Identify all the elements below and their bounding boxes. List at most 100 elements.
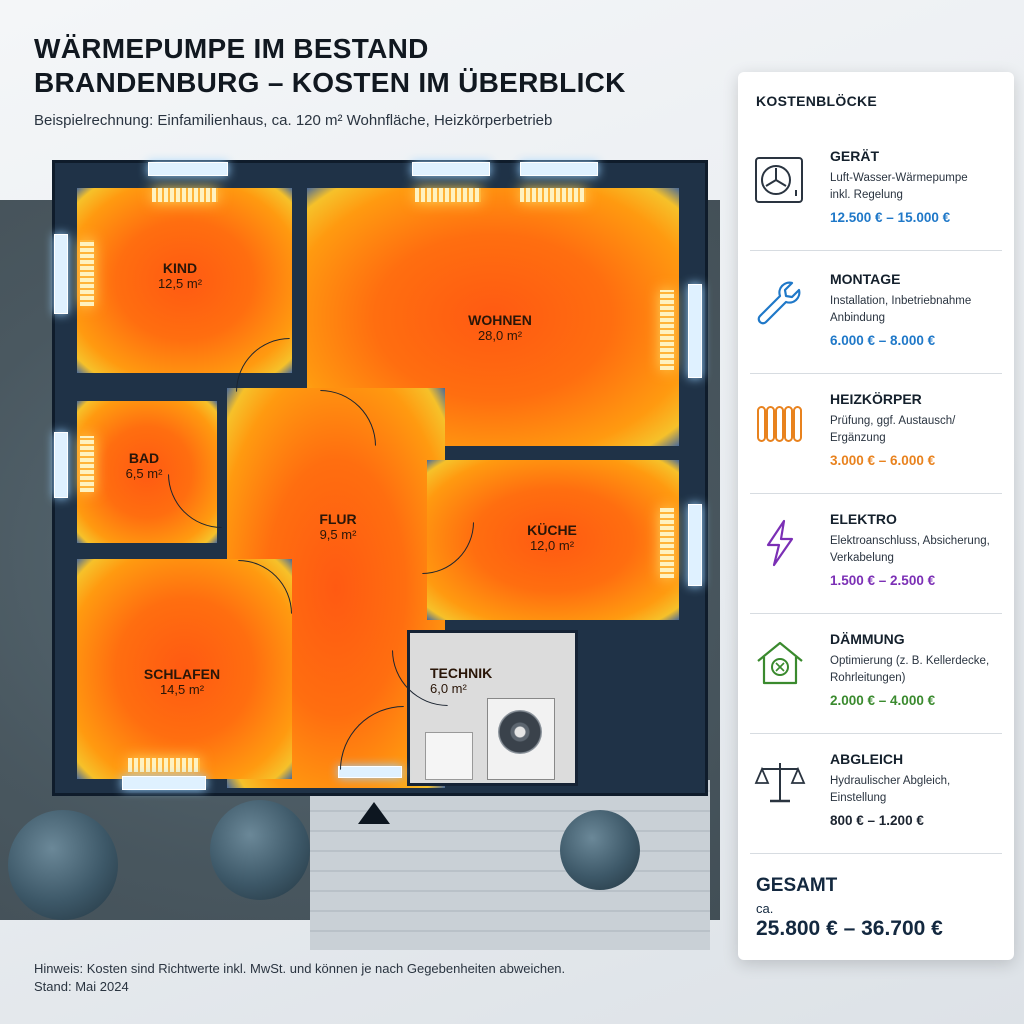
footer-note: Hinweis: Kosten sind Richtwerte inkl. Mw… [34, 960, 565, 996]
window [412, 162, 490, 176]
item-description-line: Elektroanschluss, Absicherung, [830, 535, 990, 547]
item-description-line: Ergänzung [830, 432, 886, 444]
item-name: MONTAGE [830, 271, 901, 287]
house-outline [52, 160, 708, 796]
item-description: Luft-Wasser-Wärmepumpe inkl. Regelung [830, 170, 1002, 204]
cost-item-daemmung: DÄMMUNG Optimierung (z. B. Kellerdecke, … [750, 613, 1002, 734]
page-subtitle: Beispielrechnung: Einfamilienhaus, ca. 1… [34, 112, 553, 129]
item-description: Installation, Inbetriebnahme Anbindung [830, 293, 1002, 327]
bush [560, 810, 640, 890]
item-description-line: Prüfung, ggf. Austausch/ [830, 415, 956, 427]
heat-pump-icon [755, 157, 803, 203]
item-description: Elektroanschluss, Absicherung, Verkabelu… [830, 533, 1002, 567]
room-name: BAD [128, 450, 160, 466]
item-body: HEIZKÖRPER Prüfung, ggf. Austausch/ Ergä… [830, 391, 1002, 468]
label-kind: KIND 12,5 m² [80, 260, 280, 291]
item-name: DÄMMUNG [830, 631, 905, 647]
room-area: 28,0 m² [477, 328, 523, 343]
storage-tank [425, 732, 473, 780]
room-area: 12,0 m² [529, 538, 575, 553]
radiator [660, 290, 674, 370]
item-description-line: Luft-Wasser-Wärmepumpe [830, 172, 968, 184]
item-price: 1.500 € – 2.500 € [830, 573, 936, 588]
lightning-icon [766, 519, 794, 567]
item-description: Hydraulischer Abgleich, Einstellung [830, 773, 1002, 807]
radiator [80, 436, 94, 492]
window [54, 432, 68, 498]
radiator [128, 758, 200, 772]
item-body: ELEKTRO Elektroanschluss, Absicherung, V… [830, 511, 1002, 588]
cost-item-heizkoerper: HEIZKÖRPER Prüfung, ggf. Austausch/ Ergä… [750, 373, 1002, 494]
room-area: 12,5 m² [157, 276, 203, 291]
window [520, 162, 598, 176]
room-area: 6,5 m² [125, 466, 163, 481]
wrench-icon [757, 281, 801, 325]
item-description-line: Anbindung [830, 312, 885, 324]
item-description-line: Installation, Inbetriebnahme [830, 295, 972, 307]
radiator [660, 508, 674, 578]
room-area: 6,0 m² [430, 681, 467, 696]
room-name: KIND [162, 260, 198, 276]
room-name: WOHNEN [468, 312, 532, 328]
footer-date: Stand: Mai 2024 [34, 979, 129, 994]
total-label: GESAMT [756, 875, 838, 896]
window [54, 234, 68, 314]
room-kind [77, 188, 292, 373]
label-wohnen: WOHNEN 28,0 m² [400, 312, 600, 343]
item-name: ELEKTRO [830, 511, 897, 527]
item-description-line: Verkabelung [830, 552, 894, 564]
balance-scale-icon [754, 763, 806, 803]
item-price: 6.000 € – 8.000 € [830, 333, 936, 348]
window [688, 504, 702, 586]
title-line-2: BRANDENBURG – KOSTEN IM ÜBERBLICK [34, 67, 626, 98]
cost-panel: KOSTENBLÖCKE GERÄT Luft-Wasser-Wärmepump… [738, 72, 1014, 960]
floor-plan: TECHNIK 6,0 m² KIND 12,5 m² WOHNEN 28,0 … [0, 150, 720, 950]
bush [210, 800, 310, 900]
item-name: ABGLEICH [830, 751, 904, 767]
item-price: 2.000 € – 4.000 € [830, 693, 936, 708]
window [688, 284, 702, 378]
page-title: WÄRMEPUMPE IM BESTAND BRANDENBURG – KOST… [34, 32, 626, 100]
total-prefix: ca. [756, 901, 774, 916]
room-schlafen [77, 559, 292, 779]
room-area: 14,5 m² [159, 682, 205, 697]
room-name: SCHLAFEN [143, 666, 221, 682]
panel-heading: KOSTENBLÖCKE [756, 93, 878, 109]
cost-item-montage: MONTAGE Installation, Inbetriebnahme Anb… [750, 253, 1002, 374]
cost-item-geraet: GERÄT Luft-Wasser-Wärmepumpe inkl. Regel… [750, 130, 1002, 251]
item-description-line: inkl. Regelung [830, 189, 903, 201]
item-price: 3.000 € – 6.000 € [830, 453, 936, 468]
room-name: FLUR [319, 511, 357, 527]
item-price: 12.500 € – 15.000 € [830, 210, 951, 225]
item-description-line: Einstellung [830, 792, 887, 804]
room-name: TECHNIK [430, 665, 493, 681]
radiator [80, 240, 94, 306]
title-line-1: WÄRMEPUMPE IM BESTAND [34, 33, 429, 64]
footer-note-line: Hinweis: Kosten sind Richtwerte inkl. Mw… [34, 961, 566, 976]
technik-label: TECHNIK 6,0 m² [430, 665, 550, 696]
entrance-arrow-icon [358, 802, 390, 824]
item-description-line: Rohrleitungen) [830, 672, 906, 684]
item-name: GERÄT [830, 148, 879, 164]
item-body: ABGLEICH Hydraulischer Abgleich, Einstel… [830, 751, 1002, 828]
item-body: DÄMMUNG Optimierung (z. B. Kellerdecke, … [830, 631, 1002, 708]
window [338, 766, 402, 778]
room-area: 9,5 m² [319, 527, 357, 542]
item-description-line: Hydraulischer Abgleich, [830, 775, 951, 787]
radiator-icon [757, 406, 802, 442]
radiator [415, 188, 481, 202]
label-kueche: KÜCHE 12,0 m² [452, 522, 652, 553]
heat-pump-fan-icon [498, 710, 542, 754]
window [122, 776, 206, 790]
house-insulation-icon [757, 641, 803, 685]
item-description: Optimierung (z. B. Kellerdecke, Rohrleit… [830, 653, 1002, 687]
cost-item-elektro: ELEKTRO Elektroanschluss, Absicherung, V… [750, 493, 1002, 614]
total-value: 25.800 € – 36.700 € [756, 917, 943, 940]
item-name: HEIZKÖRPER [830, 391, 922, 407]
window [148, 162, 228, 176]
radiator [152, 188, 218, 202]
label-flur: FLUR 9,5 m² [238, 511, 438, 542]
label-bad: BAD 6,5 m² [44, 450, 244, 481]
item-body: GERÄT Luft-Wasser-Wärmepumpe inkl. Regel… [830, 148, 1002, 225]
cost-item-abgleich: ABGLEICH Hydraulischer Abgleich, Einstel… [750, 733, 1002, 854]
